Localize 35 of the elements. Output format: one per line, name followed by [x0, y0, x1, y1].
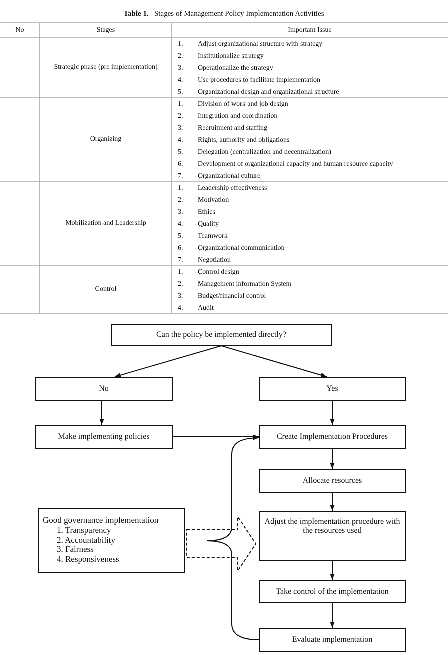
process-box [259, 628, 406, 652]
process-box [35, 377, 173, 401]
box-label: Adjust the implementation procedure with the resources used [264, 517, 401, 536]
process-box [259, 377, 406, 401]
box-label: Can the policy be implemented directly? [156, 330, 286, 340]
process-box [259, 580, 406, 603]
decision-box [111, 324, 332, 346]
box-label: Create Implementation Procedures [276, 432, 388, 442]
process-box [35, 425, 173, 449]
note-box [38, 508, 185, 573]
box-label: Yes [326, 384, 338, 394]
box-label: Allocate resources [302, 476, 362, 486]
box-label: Take control of the implementation [276, 586, 389, 596]
note-heading: Good governance implementation [43, 516, 159, 526]
box-label: Make implementing policies [58, 432, 150, 442]
arrow [330, 448, 335, 470]
process-box [259, 425, 406, 449]
arrow [114, 346, 222, 378]
list-item: 1. Transparency [56, 526, 112, 536]
arrow [100, 400, 104, 426]
box-label: No [99, 384, 109, 394]
arrow [330, 560, 335, 580]
block-arrow [186, 515, 257, 573]
arrow [330, 400, 335, 426]
arrow [221, 346, 328, 378]
process-box [259, 511, 406, 561]
list-item: 4. Responsiveness [56, 555, 120, 565]
box-label: Evaluate implementation [292, 635, 373, 645]
arrow [330, 492, 335, 512]
process-box [259, 469, 406, 493]
arrow [172, 434, 260, 440]
arrow [330, 602, 335, 628]
list-item: 2. Accountability [56, 536, 116, 546]
feedback-arrow [206, 436, 260, 640]
list-item: 3. Fairness [56, 545, 94, 556]
